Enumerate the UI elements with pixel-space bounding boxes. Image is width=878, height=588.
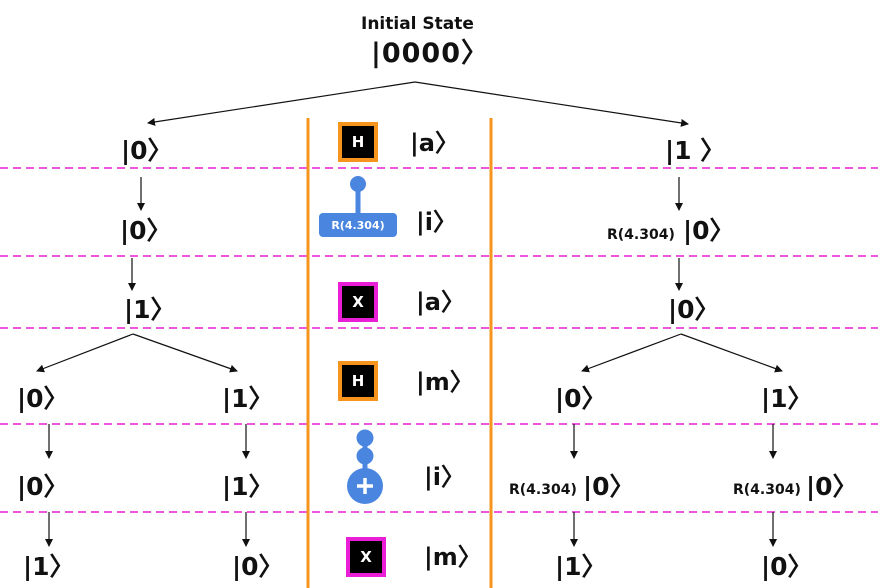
- left-sub-right-state: |1〉: [222, 384, 274, 413]
- right-sub-left-state: |1〉: [555, 552, 607, 581]
- arrow: [414, 81, 689, 127]
- right-state: |0〉: [668, 295, 720, 324]
- left-sub-left-state: |0〉: [17, 472, 69, 501]
- left-state: |1〉: [124, 295, 176, 324]
- left-sub-right-state: |1〉: [222, 472, 274, 501]
- diagram-title: Initial State: [361, 14, 474, 34]
- rotation-label: R(4.304): [509, 482, 577, 498]
- right-state: |1 〉: [665, 136, 726, 165]
- right-sub-right-state: |1〉: [761, 384, 813, 413]
- row-separators: [0, 167, 878, 513]
- cnot-icon: [347, 429, 383, 504]
- gate-target-label: |a〉: [410, 129, 459, 157]
- hadamard-gate: H: [338, 361, 378, 401]
- rotation-label: R(4.304): [607, 227, 675, 243]
- arrow: [132, 333, 238, 373]
- left-sub-right-state: |0〉: [232, 552, 284, 581]
- x-gate: X: [346, 537, 386, 577]
- tree-arrows: [36, 81, 783, 547]
- left-sub-left-state: |1〉: [23, 552, 75, 581]
- gate-target-label: |i〉: [416, 208, 457, 236]
- arrow: [147, 81, 416, 126]
- hadamard-gate: H: [338, 122, 378, 162]
- root-state: |0000〉: [371, 38, 490, 69]
- rotation-gate: R(4.304): [319, 213, 397, 237]
- gate-target-label: |m〉: [424, 543, 482, 571]
- gate-target-label: |a〉: [416, 288, 465, 316]
- x-gate: X: [338, 282, 378, 322]
- arrow: [581, 333, 682, 373]
- gate-target-label: |i〉: [424, 463, 465, 491]
- right-sub-right-state: |0〉: [806, 472, 858, 501]
- left-state: |0〉: [120, 216, 172, 245]
- right-sub-left-state: |0〉: [583, 472, 635, 501]
- rotation-gate-connector: [350, 176, 366, 214]
- left-state: |0〉: [121, 136, 173, 165]
- right-state: |0〉: [683, 216, 735, 245]
- right-sub-left-state: |0〉: [555, 384, 607, 413]
- arrow: [36, 333, 134, 373]
- rotation-label: R(4.304): [733, 482, 801, 498]
- left-sub-left-state: |0〉: [17, 384, 69, 413]
- arrow: [680, 333, 783, 373]
- right-sub-right-state: |0〉: [761, 552, 813, 581]
- gate-target-label: |m〉: [416, 368, 474, 396]
